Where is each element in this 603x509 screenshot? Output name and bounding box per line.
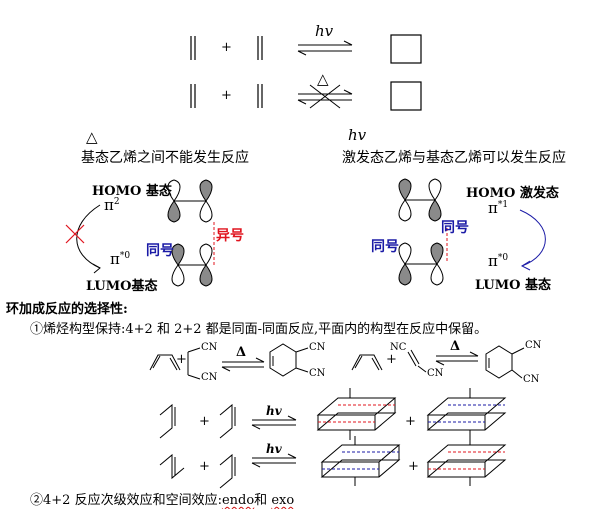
reaction-4-product-plus: +	[408, 459, 419, 474]
reaction-1-plus: +	[176, 352, 187, 367]
ethylene-left-2	[190, 84, 196, 108]
thermal-condition-label: △	[317, 70, 329, 88]
point-2-endo: endo	[221, 493, 255, 508]
point-1-text: ①烯烃构型保持:4+2 和 2+2 都是同面-同面反应,平面内的构型在反应中保留…	[30, 322, 488, 337]
right-same-phase-left-label: 同号	[371, 239, 399, 255]
reaction-3-product-plus: +	[405, 414, 416, 429]
equilibrium-arrow-1	[297, 40, 353, 56]
ethylene-right-1	[257, 36, 263, 60]
reaction-2-plus: +	[386, 352, 397, 367]
reaction-2-nc: NC	[390, 342, 407, 353]
left-homo-symbol: π2	[104, 196, 120, 214]
right-homo-label: HOMO 激发态	[466, 186, 559, 201]
reaction-1-delta: Δ	[236, 345, 247, 360]
product-2-cn-bottom: CN	[523, 374, 540, 385]
point-2-exo: exo	[271, 493, 295, 508]
cyclobutane-box-2	[390, 81, 422, 111]
right-lumo-label: LUMO 基态	[475, 278, 552, 293]
left-homo-label: HOMO 基态	[92, 184, 172, 199]
photo-condition-label: hv	[315, 22, 334, 40]
photo-caption: 激发态乙烯与基态乙烯可以发生反应	[342, 150, 566, 166]
photo-caption-condition: hv	[348, 126, 367, 144]
reaction-1-cn-bottom: CN	[201, 372, 218, 383]
thermal-caption-condition: △	[86, 128, 98, 146]
product-1-cn-top: CN	[309, 342, 326, 353]
product-1-cn-bottom: CN	[309, 368, 326, 379]
reaction-2-drawing	[351, 345, 525, 379]
reaction-2-cn: CN	[427, 368, 444, 379]
equilibrium-arrow-2	[297, 84, 353, 109]
reaction-4-hv: hv	[266, 442, 282, 456]
right-homo-symbol: π*1	[488, 199, 509, 217]
reaction-3-plus: +	[199, 414, 210, 429]
reaction-4-plus: +	[199, 459, 210, 474]
reaction-3-hv: hv	[266, 404, 282, 418]
left-lumo-label: LUMO基态	[86, 279, 158, 294]
reaction-1-cn-top: CN	[201, 342, 218, 353]
ethylene-left-1	[190, 36, 196, 60]
right-lumo-symbol: π*0	[488, 252, 509, 270]
point-2-text: ②4+2 反应次级效应和空间效应:endo和 exo	[30, 489, 294, 508]
point-2-prefix: ②4+2 反应次级效应和空间效应:	[30, 493, 222, 508]
product-2-cn-top: CN	[525, 340, 542, 351]
point-2-and: 和	[254, 493, 268, 508]
reaction-4-drawing	[159, 436, 507, 489]
plus-sign: +	[221, 40, 232, 55]
reaction-2-delta: Δ	[450, 339, 461, 354]
cyclobutane-box-1	[390, 34, 422, 64]
left-orbital-diagram	[65, 179, 215, 287]
right-same-phase-top-label: 同号	[441, 220, 469, 236]
section-title: 环加成反应的选择性:	[6, 302, 128, 317]
left-lumo-symbol: π*0	[110, 250, 131, 268]
ethylene-right-2	[257, 84, 263, 108]
left-same-phase-label: 同号	[146, 243, 174, 259]
plus-sign: +	[221, 88, 232, 103]
right-orbital-diagram	[398, 178, 546, 286]
reaction-3-drawing	[159, 388, 507, 440]
thermal-caption: 基态乙烯之间不能发生反应	[81, 150, 249, 166]
left-opposite-phase-label: 异号	[216, 228, 244, 244]
reaction-1-drawing	[149, 343, 309, 380]
